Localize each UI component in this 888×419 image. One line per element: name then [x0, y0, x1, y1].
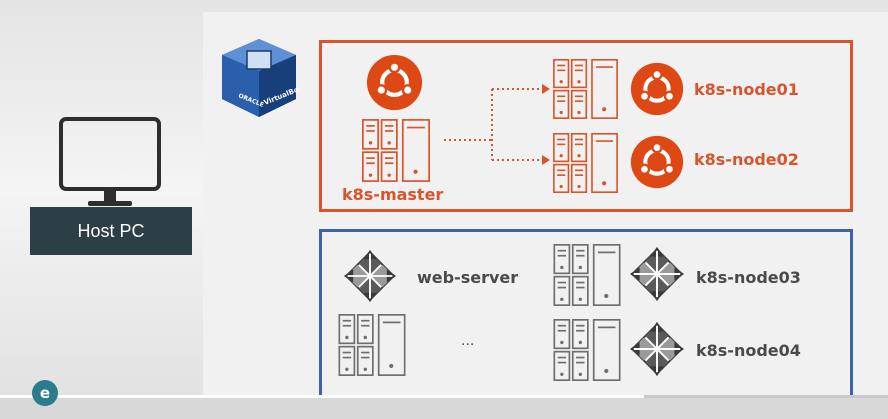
connector-arrows [444, 84, 550, 165]
centos-icon [342, 248, 398, 304]
k8s-node03-label: k8s-node03 [696, 268, 801, 287]
k8s-node02-label: k8s-node02 [694, 150, 799, 169]
video-progress-fill [0, 395, 644, 398]
ubuntu-icon [630, 62, 684, 116]
svg-text:e: e [40, 384, 50, 402]
k8s-node04-label: k8s-node04 [696, 341, 801, 360]
ubuntu-icon [366, 54, 423, 111]
server-icon [362, 119, 430, 182]
server-icon [338, 314, 406, 376]
more-ellipsis: ... [461, 332, 475, 349]
k8s-node01-label: k8s-node01 [694, 80, 799, 99]
server-icon [553, 319, 621, 381]
channel-logo-icon[interactable]: e [31, 379, 59, 407]
host-pc-label: Host PC [30, 207, 192, 255]
player-controls-area [0, 398, 888, 419]
ubuntu-icon [630, 135, 684, 189]
k8s-master-label: k8s-master [342, 185, 444, 204]
centos-icon [628, 320, 686, 378]
web-server-label: web-server [417, 268, 519, 287]
kubernetes-group [319, 40, 853, 212]
centos-icon [628, 245, 686, 303]
virtualbox-logo: ORACLE VirtualBox [222, 39, 300, 117]
server-icon [553, 133, 618, 193]
server-icon [553, 244, 621, 306]
monitor-icon [59, 117, 161, 206]
server-icon [553, 59, 618, 119]
